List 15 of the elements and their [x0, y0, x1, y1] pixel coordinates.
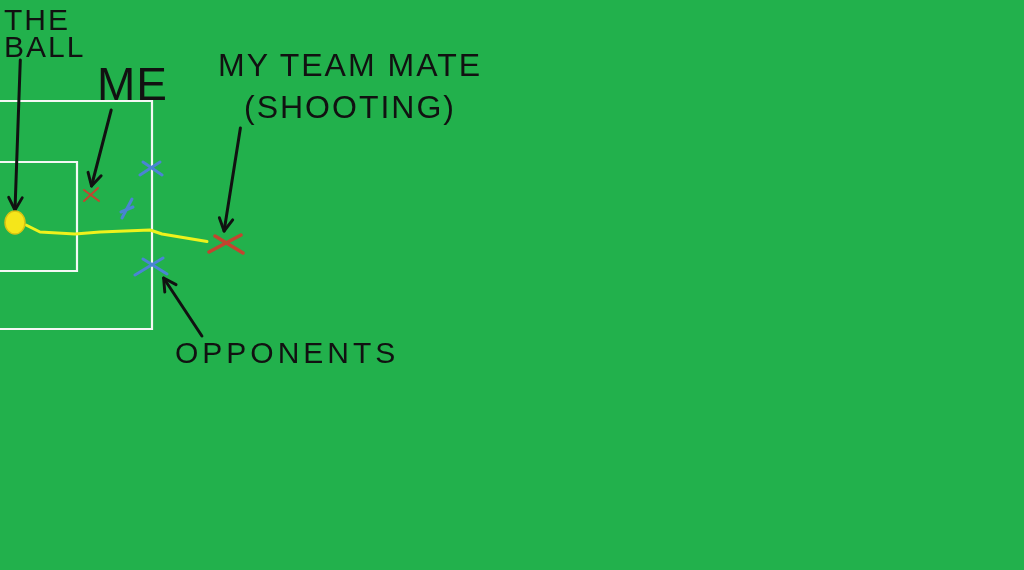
callout-label: THE BALL: [4, 6, 86, 60]
leader-arrow: [162, 276, 204, 338]
callout-label: OPPONENTS: [175, 336, 400, 370]
cross-icon: [207, 231, 245, 256]
ball-icon: [4, 210, 26, 235]
cross-icon: [119, 196, 135, 221]
leader-arrow: [217, 126, 242, 233]
cross-icon: [82, 186, 101, 203]
callout-label: MY TEAM MATE (SHOOTING): [213, 44, 487, 128]
ball-path-line: [24, 223, 209, 243]
cross-icon: [133, 255, 169, 278]
cross-icon: [138, 159, 164, 178]
leader-arrow: [7, 58, 24, 212]
callout-label: ME: [97, 58, 168, 110]
leader-arrow: [86, 108, 113, 188]
